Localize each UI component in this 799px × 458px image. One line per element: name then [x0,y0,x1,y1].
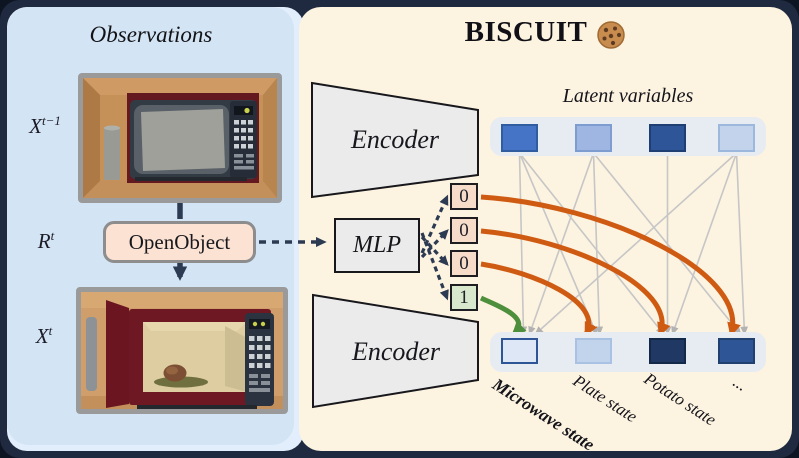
latent-square-2 [649,124,686,152]
state-square-0 [501,338,538,364]
x-curr-sup: t [48,323,53,338]
gate-value-2: 0 [450,250,478,277]
latent-square-0 [501,124,538,152]
latent-square-1 [575,124,612,152]
regime-base: R [37,229,51,253]
encoder-top-label: Encoder [350,125,440,154]
open-object-action: OpenObject [103,221,256,263]
state-square-2 [649,338,686,364]
microwave-closed-art [83,78,277,198]
x-prev-base: X [29,114,42,138]
state-square-1 [575,338,612,364]
x-prev-label: Xt−1 [14,113,76,139]
x-prev-sup: t−1 [41,113,61,128]
microwave-closed-image [78,73,282,203]
encoder-bottom-label: Encoder [351,337,441,366]
x-curr-base: X [35,324,49,348]
microwave-open-image [76,287,288,414]
cookie-icon [597,20,626,49]
gate-value-1: 0 [450,217,478,244]
gate-value-0: 0 [450,183,478,210]
regime-label: Rt [24,228,68,254]
state-square-3 [718,338,755,364]
latent-variables-title: Latent variables [562,85,694,107]
regime-sup: t [50,228,55,243]
biscuit-title-text: BISCUIT [464,16,588,48]
microwave-open-art [81,292,283,409]
latent-row-container [490,117,766,156]
state-row-container [490,332,766,372]
observations-title: Observations [89,22,213,47]
x-curr-label: Xt [18,323,70,349]
gate-value-3: 1 [450,284,478,311]
latent-square-3 [718,124,755,152]
biscuit-title: BISCUIT [299,16,792,49]
mlp-box: MLP [334,218,420,273]
